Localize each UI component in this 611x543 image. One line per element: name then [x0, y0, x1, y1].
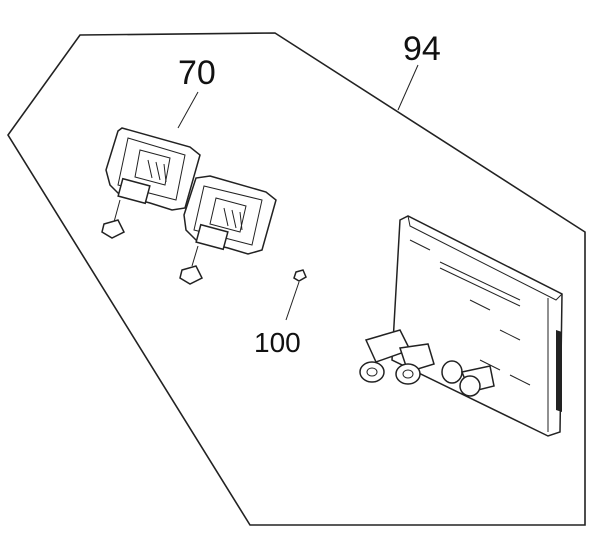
connector-tubes [359, 329, 495, 397]
label-100: 100 [254, 327, 301, 358]
label-70: 70 [178, 54, 216, 92]
leader-94 [397, 64, 419, 111]
screw-part-100 [293, 269, 307, 282]
assembly-boundary [7, 32, 586, 526]
label-94: 94 [403, 30, 441, 68]
leader-100 [285, 281, 300, 321]
leader-70 [177, 91, 199, 129]
switch-part-70-b [179, 175, 277, 285]
pcb-part-94 [359, 215, 563, 437]
switch-part-70-a [101, 127, 201, 239]
